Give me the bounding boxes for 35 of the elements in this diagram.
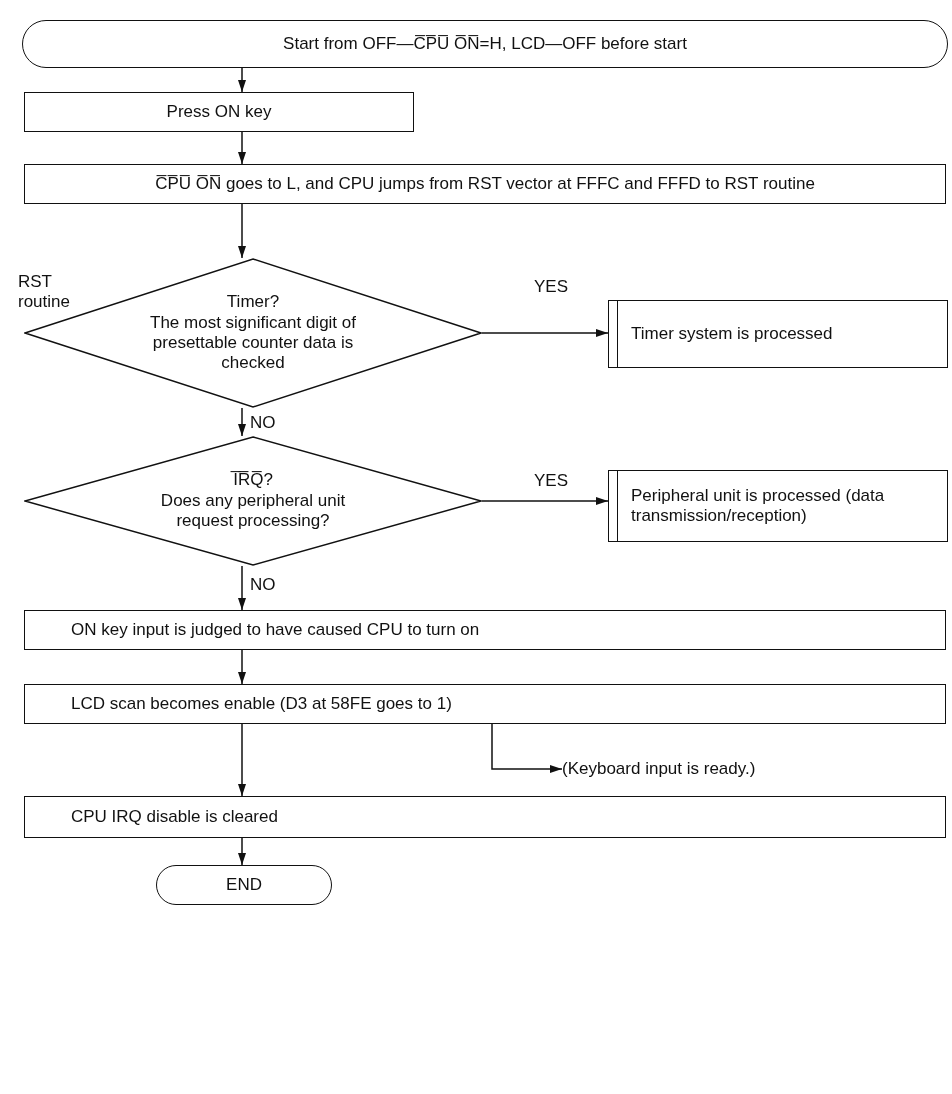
arrow xyxy=(238,565,246,611)
arrow xyxy=(238,723,246,797)
decision-text: I̅R̅Q̅? xyxy=(143,470,363,491)
predefined-process-box xyxy=(608,300,948,368)
terminal-shape xyxy=(156,865,332,905)
arrow xyxy=(238,203,246,259)
note-text: (Keyboard input is ready.) xyxy=(562,756,782,782)
box-text: CPU IRQ disable is cleared xyxy=(71,806,279,828)
box-text: C̅P̅U̅ O̅N̅ goes to L, and CPU jumps from RST vector at FFFC and FFFD to RST routine xyxy=(154,173,816,195)
arrow xyxy=(238,837,246,866)
box-text: END xyxy=(226,874,262,896)
box-text: ON key input is judged to have caused CPU to turn on xyxy=(71,619,481,641)
terminal-shape xyxy=(22,20,948,68)
arrow xyxy=(238,407,246,437)
process-box xyxy=(24,610,946,650)
predefined-process-box xyxy=(608,470,948,542)
arrow xyxy=(491,723,563,773)
arrow xyxy=(238,67,246,93)
process-box xyxy=(24,164,946,204)
arrow xyxy=(481,497,609,505)
decision-text: Does any peripheral unit request processing? xyxy=(159,490,347,532)
process-box xyxy=(24,92,414,132)
decision-text: Timer? xyxy=(225,292,281,313)
process-box xyxy=(24,684,946,724)
box-text: Press ON key xyxy=(165,101,273,123)
box-text: Timer system is processed xyxy=(631,323,834,345)
box-text: Start from OFF—C̅P̅U̅ O̅N̅=H, LCD—OFF before start xyxy=(283,33,687,55)
arrow xyxy=(238,649,246,685)
decision-text: The most significant digit of presettable counter data is checked xyxy=(149,312,357,374)
process-box xyxy=(24,796,946,838)
arrow xyxy=(481,329,609,337)
box-text: LCD scan becomes enable (D3 at 58FE goes to 1) xyxy=(71,693,453,715)
arrow xyxy=(238,131,246,165)
box-text: Peripheral unit is processed (data transmission/reception) xyxy=(631,485,886,527)
side-label: RST routine xyxy=(18,272,71,313)
